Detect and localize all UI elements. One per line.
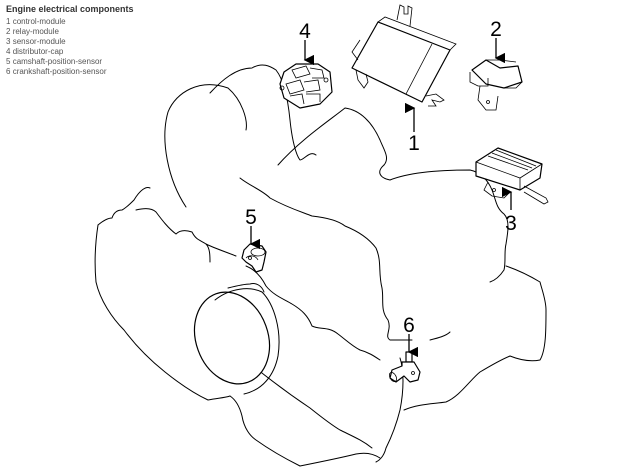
callout-3: 3 bbox=[501, 186, 517, 235]
crank-pulley bbox=[193, 288, 280, 395]
callout-number-5: 5 bbox=[245, 206, 257, 229]
part-5-cam-sensor[interactable] bbox=[241, 243, 267, 273]
callout-2: 2 bbox=[490, 18, 506, 64]
part-6-crank-sensor[interactable] bbox=[388, 351, 421, 383]
part-1-control-module[interactable] bbox=[351, 4, 457, 107]
parts-legend: Engine electrical components 1 control-m… bbox=[6, 4, 134, 76]
part-4-distributor-cap[interactable] bbox=[279, 63, 333, 109]
part-3-sensor-module[interactable] bbox=[475, 147, 549, 205]
legend-item-3: 3 sensor-module bbox=[6, 37, 66, 46]
legend-item-4: 4 distributor-cap bbox=[6, 47, 64, 56]
legend-item-1: 1 control-module bbox=[6, 17, 66, 26]
callout-number-1: 1 bbox=[408, 132, 420, 155]
callout-1: 1 bbox=[404, 102, 420, 155]
callout-6: 6 bbox=[403, 314, 419, 358]
callout-number-4: 4 bbox=[299, 20, 311, 43]
part-2-relay-module[interactable] bbox=[469, 59, 523, 111]
callout-number-3: 3 bbox=[505, 212, 517, 235]
callout-4: 4 bbox=[299, 20, 315, 66]
legend-item-6: 6 crankshaft-position-sensor bbox=[6, 67, 107, 76]
diagram-subject: Engine electrical components bbox=[6, 4, 134, 14]
engine-outline bbox=[94, 64, 547, 467]
legend-item-2: 2 relay-module bbox=[6, 27, 59, 36]
callout-5: 5 bbox=[245, 206, 261, 250]
callout-number-6: 6 bbox=[403, 314, 415, 337]
callout-number-2: 2 bbox=[490, 18, 502, 41]
legend-item-5: 5 camshaft-position-sensor bbox=[6, 57, 102, 66]
